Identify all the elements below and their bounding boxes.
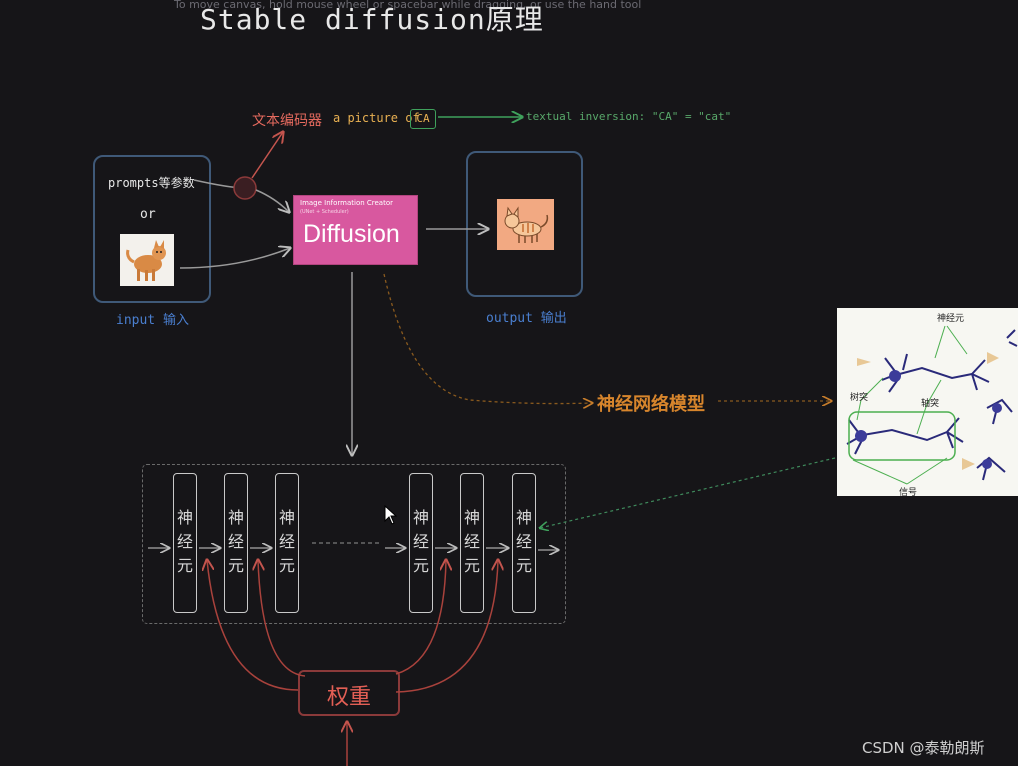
diffusion-box: Image Information Creator (UNet + Schedu… [293,195,418,265]
mouse-cursor-icon [384,504,398,529]
token-box: CA [410,109,436,129]
neuron-node: 神经元 [224,473,248,613]
axon-label: 轴突 [921,399,940,409]
diffusion-tiny-text: (UNet + Scheduler) [300,209,349,215]
neuron-node: 神经元 [173,473,197,613]
cat-photo-icon [120,234,174,286]
neuron-node: 神经元 [460,473,484,613]
input-caption: input 输入 [116,313,189,328]
neuron-label: 神经元 [412,508,429,575]
neuron-node: 神经元 [275,473,299,613]
prompts-label: prompts等参数 [108,176,195,190]
dendrite-label: 树突 [850,393,869,403]
neuron-node: 神经元 [409,473,433,613]
diffusion-subtitle: Image Information Creator [300,199,394,207]
signal-label: 信号 [899,488,918,496]
neuron-label: 神经元 [227,508,244,575]
input-box [93,155,211,303]
output-box [466,151,583,297]
neuron-label-top: 神经元 [937,314,965,324]
prompt-text: a picture of [333,111,420,125]
neuron-label: 神经元 [176,508,193,575]
output-caption: output 输出 [486,311,567,326]
network-frame [142,464,566,624]
neuron-illustration: 神经元 树突 轴突 信号 [837,308,1018,496]
neural-net-label: 神经网络模型 [597,394,705,415]
weights-box: 权重 [298,670,400,716]
weights-label: 权重 [326,685,371,710]
neuron-label: 神经元 [463,508,480,575]
diffusion-label: Diffusion [303,220,400,248]
neuron-node: 神经元 [512,473,536,613]
watermark: CSDN @泰勒朗斯 [862,739,985,757]
neuron-label: 神经元 [278,508,295,575]
text-encoder-label: 文本编码器 [252,113,322,129]
or-label: or [140,207,156,222]
canvas-hint: To move canvas, hold mouse wheel or spac… [174,0,642,11]
neuron-label: 神经元 [515,508,532,575]
textual-inversion-note: textual inversion: "CA" = "cat" [526,110,732,123]
page-title: Stable diffusion原理 [200,3,544,36]
cat-drawing-icon [497,199,554,250]
